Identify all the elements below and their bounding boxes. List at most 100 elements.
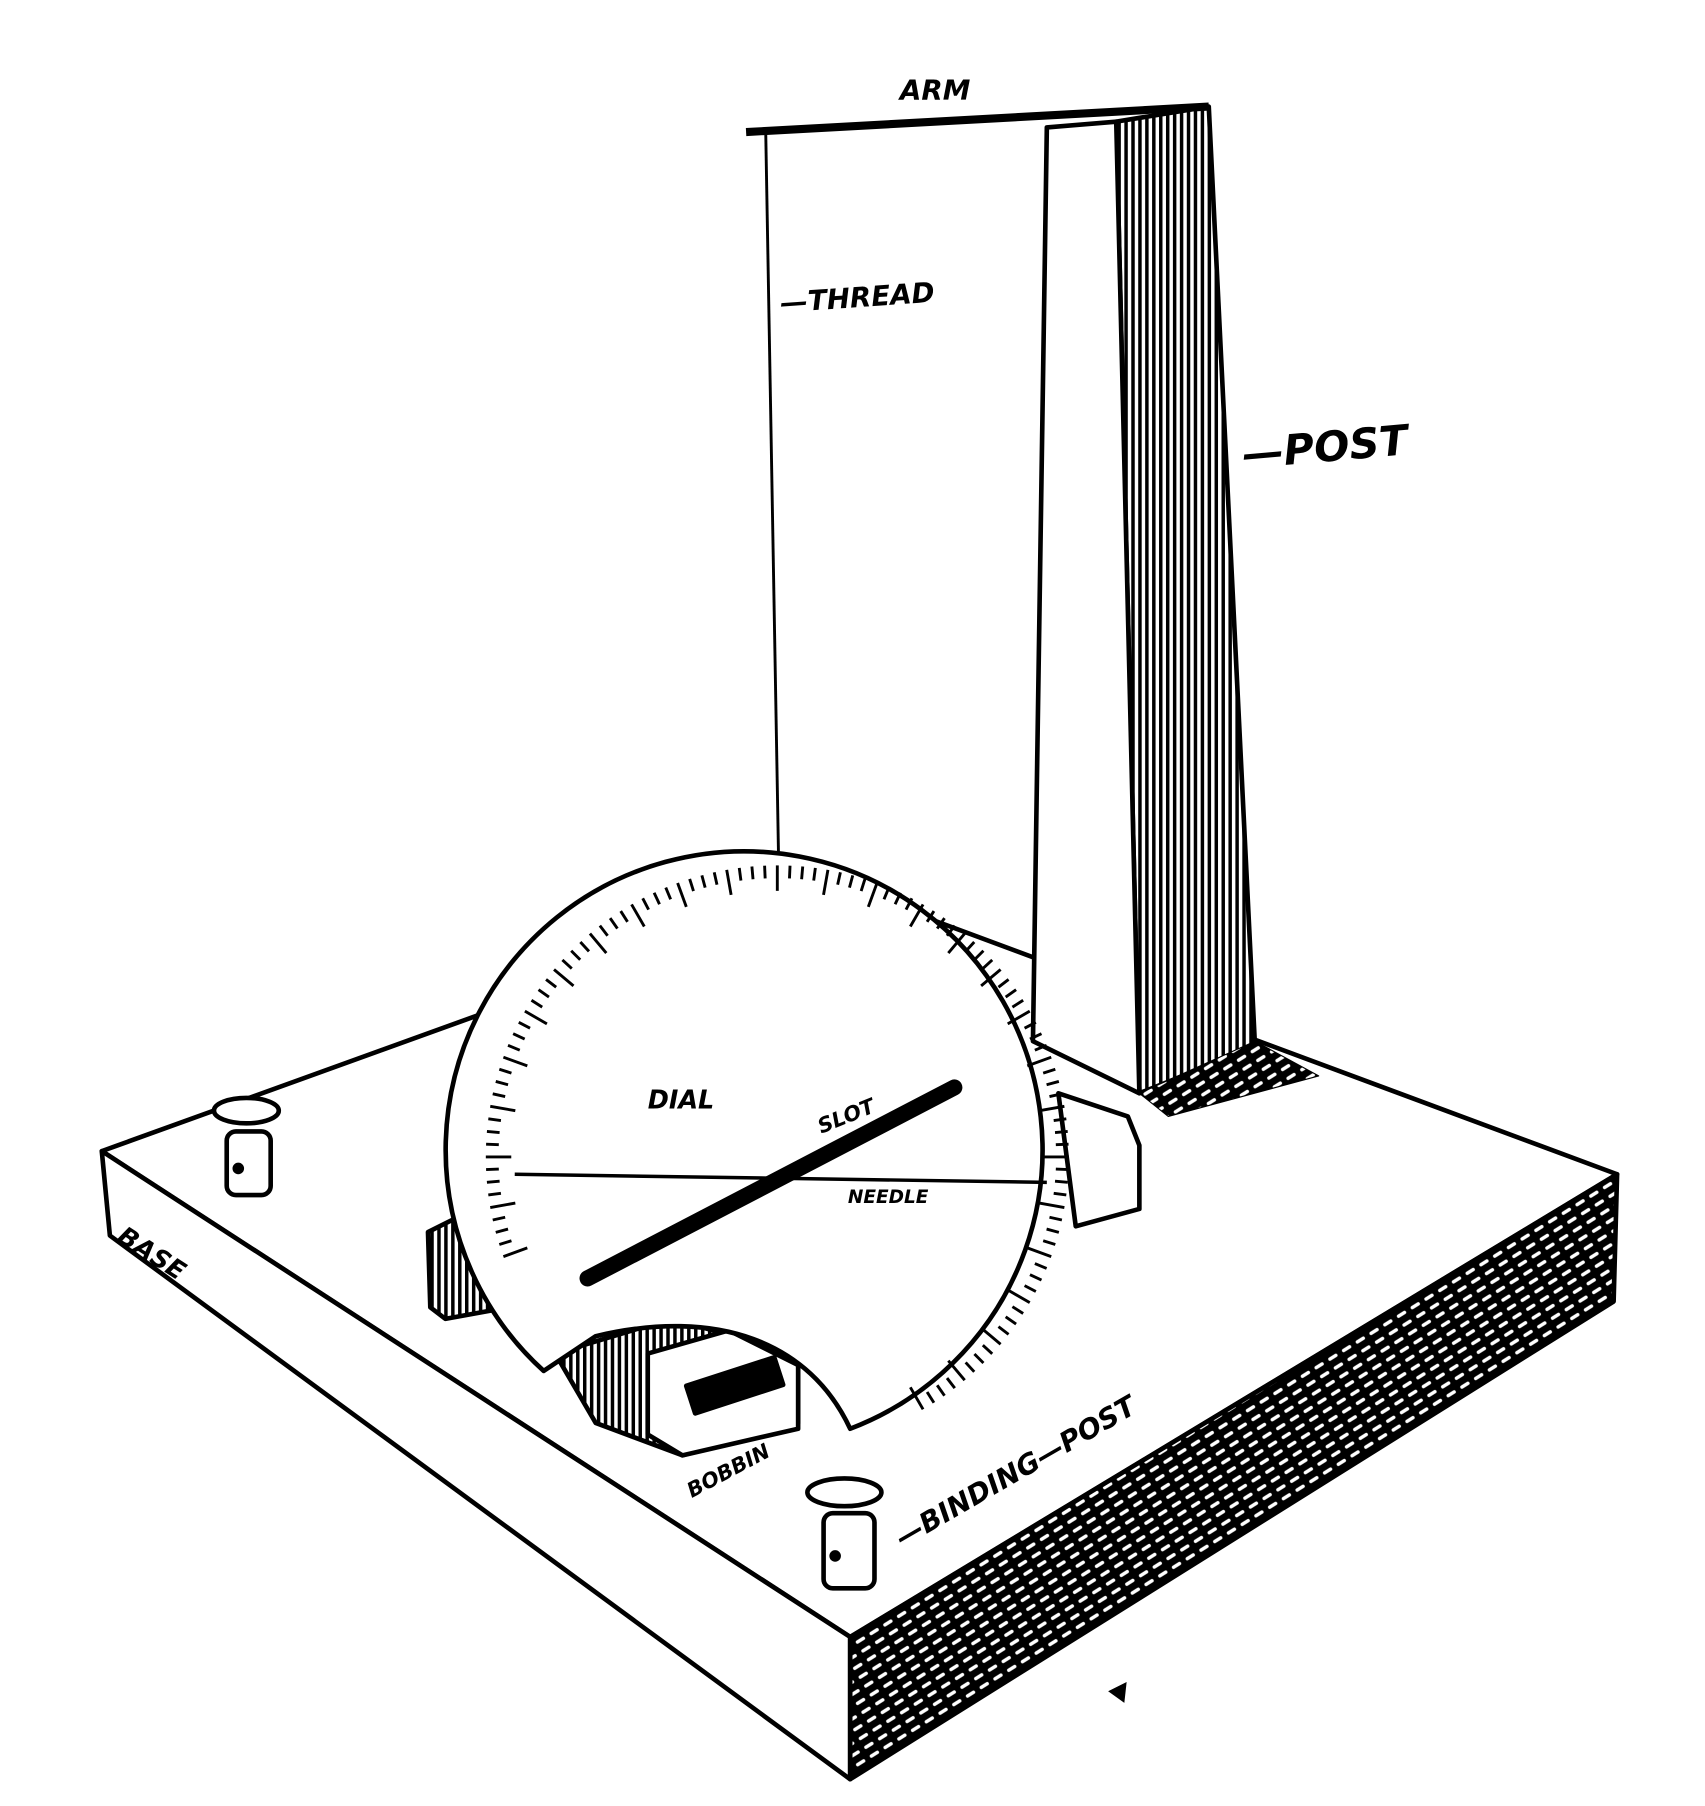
dial-tick [997,1325,1010,1336]
dial-tick [502,1246,528,1258]
dial-tick [848,874,855,889]
dial-tick [489,1201,516,1209]
dial-tick [1046,1080,1060,1087]
label-post: —POST [1240,415,1413,479]
dial-tick [1026,1246,1052,1258]
dial-tick [1053,1191,1067,1197]
dial-tick [492,1092,506,1098]
base-side-face [847,1171,1620,1782]
dial-tick [947,1359,966,1382]
dial-tick [652,892,661,905]
post-shadow [1138,1040,1320,1117]
dial-tick [980,1326,1002,1346]
dial-tick [498,1067,512,1075]
dial-tick [489,1104,516,1113]
dial-tick [1006,1288,1031,1304]
dial-tick [973,949,985,961]
dial-tick [507,1044,521,1052]
dial-tick [1029,1032,1043,1041]
dial-tick [925,910,936,923]
dial-tick [1046,1227,1060,1234]
bobbin-slot [683,1354,786,1416]
dial-tick [486,1142,499,1147]
dial-tick [688,878,695,892]
dial-tick [945,924,956,937]
dial-tick [1053,1117,1067,1122]
dial-tick [570,949,582,961]
dial-tick [537,988,550,999]
dial-tick [904,897,914,911]
dial-tick [598,924,609,937]
dial-tick [1034,1262,1048,1270]
binding-post-right [805,1476,884,1591]
stray-mark [1108,1682,1127,1703]
dial-tick [1042,1239,1056,1246]
dial-tick [664,887,672,900]
dial-tick [1039,1104,1065,1113]
dial-tick [1049,1092,1063,1098]
dial-tick [737,867,743,881]
dial-tick [488,1191,502,1197]
dial-tick [486,1179,500,1184]
dial-tick [630,903,646,928]
dial-tick [981,958,994,970]
dial-tick [750,866,755,880]
dial-tick [981,1344,994,1355]
dial-tick [488,1117,502,1122]
binding-post-left [211,1095,282,1198]
dial-tick [836,872,842,886]
dial-tick [495,1080,509,1087]
dial-tick [1026,1055,1052,1068]
dial-tick [925,1391,936,1404]
dial-tick [553,968,575,987]
label-needle: NEEDLE [848,1187,929,1208]
dial-tick [486,1130,500,1135]
dial-tick [1054,1179,1068,1184]
arm [745,102,1209,137]
dial-tick [812,867,817,881]
dial-tick [492,1215,506,1222]
dial-tick [588,932,608,955]
dial-tick [882,887,891,900]
dial-tick [1023,1021,1037,1030]
dial-tick [866,882,879,908]
dial-tick [512,1032,526,1041]
dial-tick [579,941,591,953]
dial-tick [945,1377,956,1390]
dial-tick [502,1055,528,1068]
label-thread: —THREAD [779,276,936,320]
dial-tick [893,892,902,905]
dial-tick [936,1384,946,1397]
dial-tick [1049,1215,1063,1222]
dial-tick [518,1021,531,1030]
dial-tick [788,865,792,879]
dial-tick [486,1167,499,1172]
dial-tick [947,932,966,955]
dial-tick [980,968,1002,987]
dial-tick [997,978,1010,989]
dial-tick [495,1227,509,1234]
dial-tick [822,869,830,896]
dial-tick [909,1386,925,1411]
dial-tick [700,874,707,889]
dial-tick [936,917,946,930]
dial-tick [725,869,733,896]
dial-tick [763,865,767,879]
dial-tick [712,872,719,886]
dial-tick [545,978,558,989]
label-arm: ARM [898,74,971,107]
dial-tick [1029,1273,1043,1282]
dial-tick [561,958,573,970]
dial-tick [1042,1067,1056,1075]
dial-tick [1023,1284,1037,1293]
dial-tick [524,1009,548,1026]
dial-tick [964,1361,976,1373]
dial-scale-ticks [485,865,1069,1411]
dial-tick [1011,1305,1024,1315]
dial-tick [1011,999,1024,1009]
dial-tick [1034,1044,1048,1052]
dial-tick [498,1239,512,1246]
dial-tick [1055,1142,1069,1147]
dial-tick [641,897,650,911]
